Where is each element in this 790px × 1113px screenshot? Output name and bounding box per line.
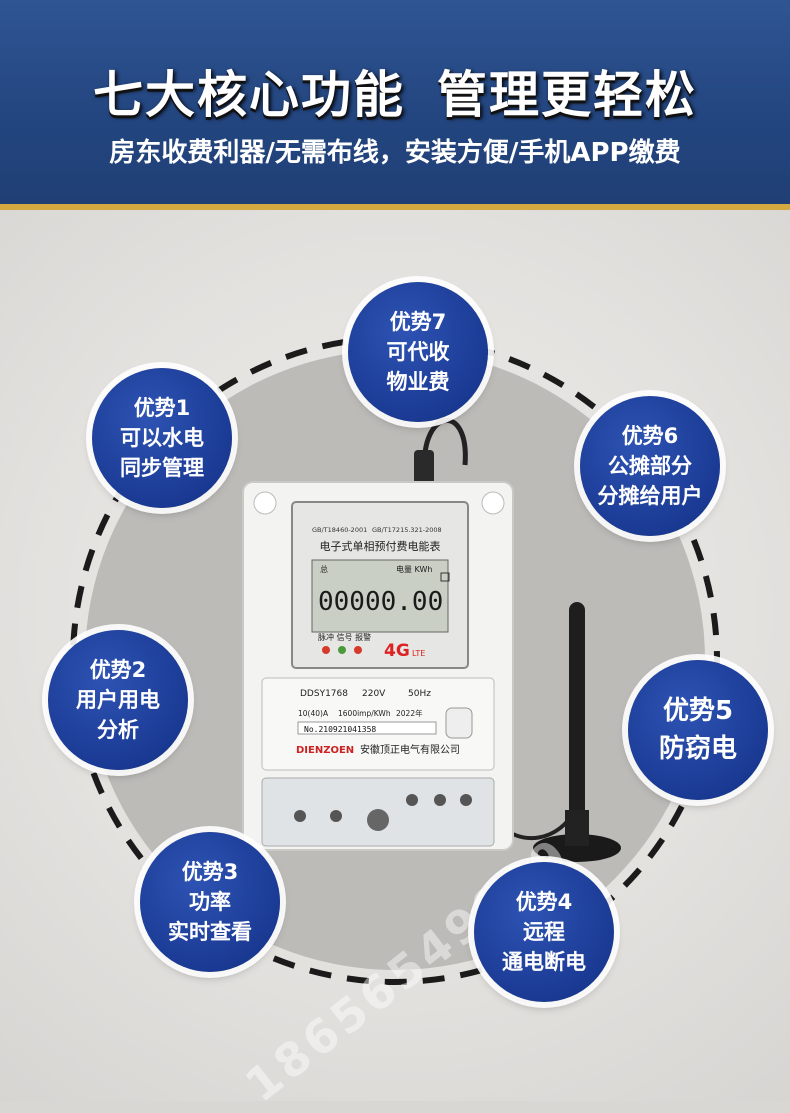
lcd-energy-label: 电量 KWh	[396, 564, 432, 574]
feature-badge-4: 优势4 远程 通电断电	[474, 862, 614, 1002]
badge-line: 优势6	[621, 424, 679, 448]
terminal-screw-4	[434, 794, 446, 806]
gold-divider	[0, 204, 790, 210]
dashed-ring	[70, 335, 720, 985]
badge-line: 可代收	[386, 340, 450, 364]
lcd-indicator-box	[440, 572, 450, 582]
seal-button	[445, 707, 473, 739]
network-badge: 4G	[384, 641, 410, 661]
led-alarm	[354, 646, 362, 654]
feature-badge-2: 优势2 用户用电 分析	[48, 630, 188, 770]
badge-line: 同步管理	[120, 456, 204, 480]
meter-name: 电子式单相预付费电能表	[320, 539, 441, 553]
product-stage: GB/T18460-2001 GB/T17215.321-2008 电子式单相预…	[0, 210, 790, 1113]
badge-line: 远程	[523, 920, 565, 944]
year: 2022年	[396, 708, 423, 718]
page-subtitle: 房东收费利器/无需布线，安装方便/手机APP缴费	[109, 138, 681, 168]
standard-right: GB/T17215.321-2008	[372, 526, 442, 534]
badge-line: 优势7	[389, 310, 447, 334]
title-right: 管理更轻松	[437, 66, 697, 124]
screw-hole-right	[481, 491, 505, 515]
badge-line: 分摊给用户	[597, 484, 703, 508]
badge-line: 物业费	[386, 370, 450, 394]
current-rating: 10(40)A	[298, 709, 329, 718]
badge-line: 优势3	[181, 860, 239, 884]
badge-line: 功率	[189, 890, 231, 914]
badge-line: 实时查看	[168, 920, 252, 944]
terminal-screw-2	[330, 810, 342, 822]
terminal-screw-1	[294, 810, 306, 822]
badge-line: 用户用电	[76, 688, 160, 712]
standard-left: GB/T18460-2001	[312, 526, 367, 534]
model: DDSY1768	[300, 689, 348, 699]
screw-hole-left	[253, 491, 277, 515]
network-sub: LTE	[412, 649, 425, 658]
feature-badge-3: 优势3 功率 实时查看	[140, 832, 280, 972]
title-left: 七大核心功能	[93, 66, 405, 124]
led-signal	[338, 646, 346, 654]
antenna-neck	[565, 810, 589, 846]
badge-line: 公摊部分	[608, 454, 692, 478]
serial-box	[297, 721, 437, 735]
lcd-total: 总	[320, 564, 328, 574]
badge-line: 可以水电	[120, 426, 204, 450]
header-banner: 七大核心功能管理更轻松 房东收费利器/无需布线，安装方便/手机APP缴费	[0, 0, 790, 204]
brand-logo: DIENZOEN	[296, 745, 354, 756]
feature-badge-6: 优势6 公摊部分 分摊给用户	[580, 396, 720, 536]
badge-line: 优势5	[662, 696, 734, 726]
antenna-base	[533, 834, 621, 862]
badge-line: 优势2	[89, 658, 147, 682]
led-pulse	[322, 646, 330, 654]
page-title: 七大核心功能管理更轻松	[0, 55, 790, 127]
terminal-screw-main	[367, 809, 389, 831]
led-labels: 脉冲 信号 报警	[318, 632, 371, 642]
feature-ring: GB/T18460-2001 GB/T17215.321-2008 电子式单相预…	[70, 335, 720, 985]
feature-badge-7: 优势7 可代收 物业费	[348, 282, 488, 422]
meter-constant: 1600imp/KWh	[338, 709, 391, 718]
serial-number: No.210921041358	[304, 725, 376, 734]
feature-badge-1: 优势1 可以水电 同步管理	[92, 368, 232, 508]
cable-connector	[414, 450, 434, 484]
badge-line: 优势4	[515, 890, 573, 914]
voltage: 220V	[362, 689, 386, 699]
company-name: 安徽顶正电气有限公司	[360, 743, 460, 756]
feature-badge-5: 优势5 防窃电	[628, 660, 768, 800]
badge-line: 通电断电	[502, 950, 586, 974]
lcd-screen	[311, 559, 449, 633]
badge-line: 防窃电	[658, 734, 737, 764]
badge-line: 分析	[97, 718, 139, 742]
terminal-screw-3	[406, 794, 418, 806]
antenna-rod	[569, 602, 585, 822]
badge-line: 优势1	[133, 396, 191, 420]
frequency: 50Hz	[408, 689, 431, 699]
lcd-reading: 00000.00	[318, 587, 443, 617]
terminal-screw-5	[460, 794, 472, 806]
